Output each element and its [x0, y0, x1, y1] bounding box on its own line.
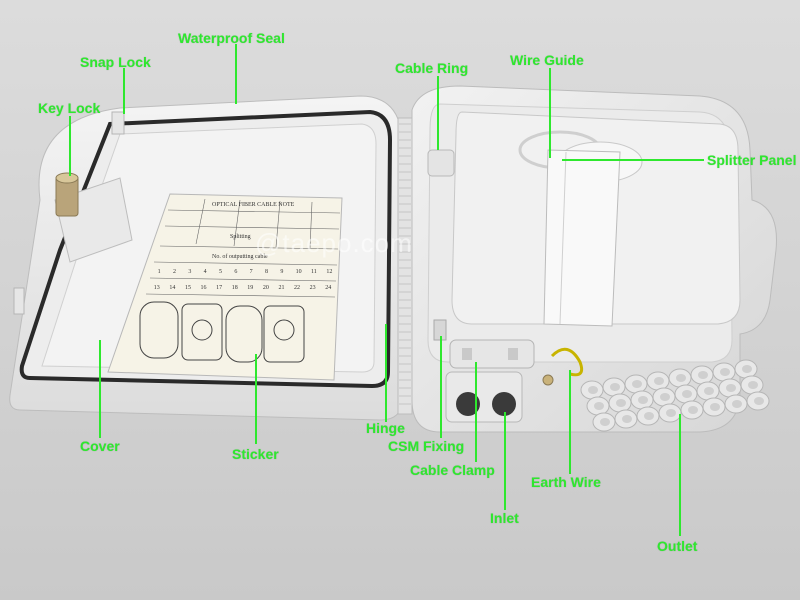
label-outlet: Outlet	[657, 538, 698, 554]
inlet	[445, 371, 523, 423]
outlet-port-hole	[600, 418, 610, 426]
outlet-port-hole	[644, 412, 654, 420]
sticker-title: OPTICAL FIBER CABLE NOTE	[212, 202, 295, 208]
sticker-number: 16	[201, 285, 207, 291]
label-wire-guide: Wire Guide	[510, 52, 584, 68]
label-cable-clamp: Cable Clamp	[410, 462, 495, 478]
sticker-number: 19	[247, 285, 253, 291]
outlet-port-hole	[660, 393, 670, 401]
outlet-port-hole	[622, 415, 632, 423]
label-cover: Cover	[80, 438, 120, 454]
sticker-number: 12	[326, 269, 332, 275]
outlet-port-hole	[676, 374, 686, 382]
outlet-port-hole	[632, 380, 642, 388]
sticker-number: 3	[188, 269, 191, 275]
outlet-port-hole	[726, 384, 736, 392]
sticker-number: 6	[234, 269, 237, 275]
outlet-port-hole	[654, 377, 664, 385]
sticker-outputs: No. of outputting cable	[212, 253, 268, 260]
sticker-number: 8	[265, 269, 268, 275]
outlet-port-hole	[710, 403, 720, 411]
sticker-number: 5	[219, 269, 222, 275]
outlet-port-hole	[638, 396, 648, 404]
outlet-port-hole	[682, 390, 692, 398]
outlet-port-hole	[610, 383, 620, 391]
label-inlet: Inlet	[490, 510, 519, 526]
sticker-number: 18	[232, 285, 238, 291]
sticker-number: 7	[250, 269, 253, 275]
label-cable-ring: Cable Ring	[395, 60, 469, 76]
leader-lines	[69, 44, 704, 536]
sticker-number: 1	[158, 269, 161, 275]
earth-wire	[542, 347, 584, 386]
sticker-number: 14	[169, 285, 175, 291]
sticker-number: 17	[216, 285, 222, 291]
label-csm-fixing: CSM Fixing	[388, 438, 465, 454]
outlet-port-hole	[698, 371, 708, 379]
sticker-number: 13	[154, 285, 160, 291]
outlet-port-hole	[748, 381, 758, 389]
sticker-number: 24	[325, 285, 331, 291]
sticker-number: 10	[296, 269, 302, 275]
cable-ring	[427, 149, 455, 177]
label-sticker: Sticker	[232, 446, 279, 462]
hinge	[397, 117, 413, 415]
watermark: @taepo.com	[255, 228, 413, 258]
outlet-port-hole	[754, 397, 764, 405]
sticker-numbers-row-2: 13 14 15 16 17 18 19 20 21 22 23 24	[154, 285, 331, 291]
sticker-number: 20	[263, 285, 269, 291]
outlet	[580, 359, 770, 432]
outlet-port-hole	[720, 368, 730, 376]
outlet-port-hole	[588, 386, 598, 394]
label-key-lock: Key Lock	[38, 100, 101, 116]
label-earth-wire: Earth Wire	[531, 474, 601, 490]
label-splitter-panel: Splitter Panel	[707, 152, 797, 168]
sticker-number: 23	[310, 285, 316, 291]
outlet-port-hole	[594, 402, 604, 410]
sticker-number: 22	[294, 285, 300, 291]
label-hinge: Hinge	[366, 420, 405, 436]
sticker-splitting: Splitting	[230, 234, 251, 240]
label-snap-lock: Snap Lock	[80, 54, 151, 70]
outlet-port-hole	[732, 400, 742, 408]
sticker-number: 11	[311, 269, 317, 275]
snap-lock	[111, 111, 125, 135]
label-waterproof-seal: Waterproof Seal	[178, 30, 285, 46]
cable-clamp	[449, 339, 535, 369]
sticker-number: 15	[185, 285, 191, 291]
sticker-number: 4	[204, 269, 207, 275]
outlet-port-hole	[666, 409, 676, 417]
sticker-number: 21	[278, 285, 284, 291]
outlet-port-hole	[742, 365, 752, 373]
splitter-panel	[543, 149, 621, 327]
outlet-port-hole	[688, 406, 698, 414]
sticker-number: 9	[280, 269, 283, 275]
sticker-number: 2	[173, 269, 176, 275]
key-lock	[54, 172, 133, 263]
sticker: OPTICAL FIBER CABLE NOTE Splitting No. o…	[107, 193, 343, 381]
outlet-port-hole	[704, 387, 714, 395]
outlet-port-hole	[616, 399, 626, 407]
